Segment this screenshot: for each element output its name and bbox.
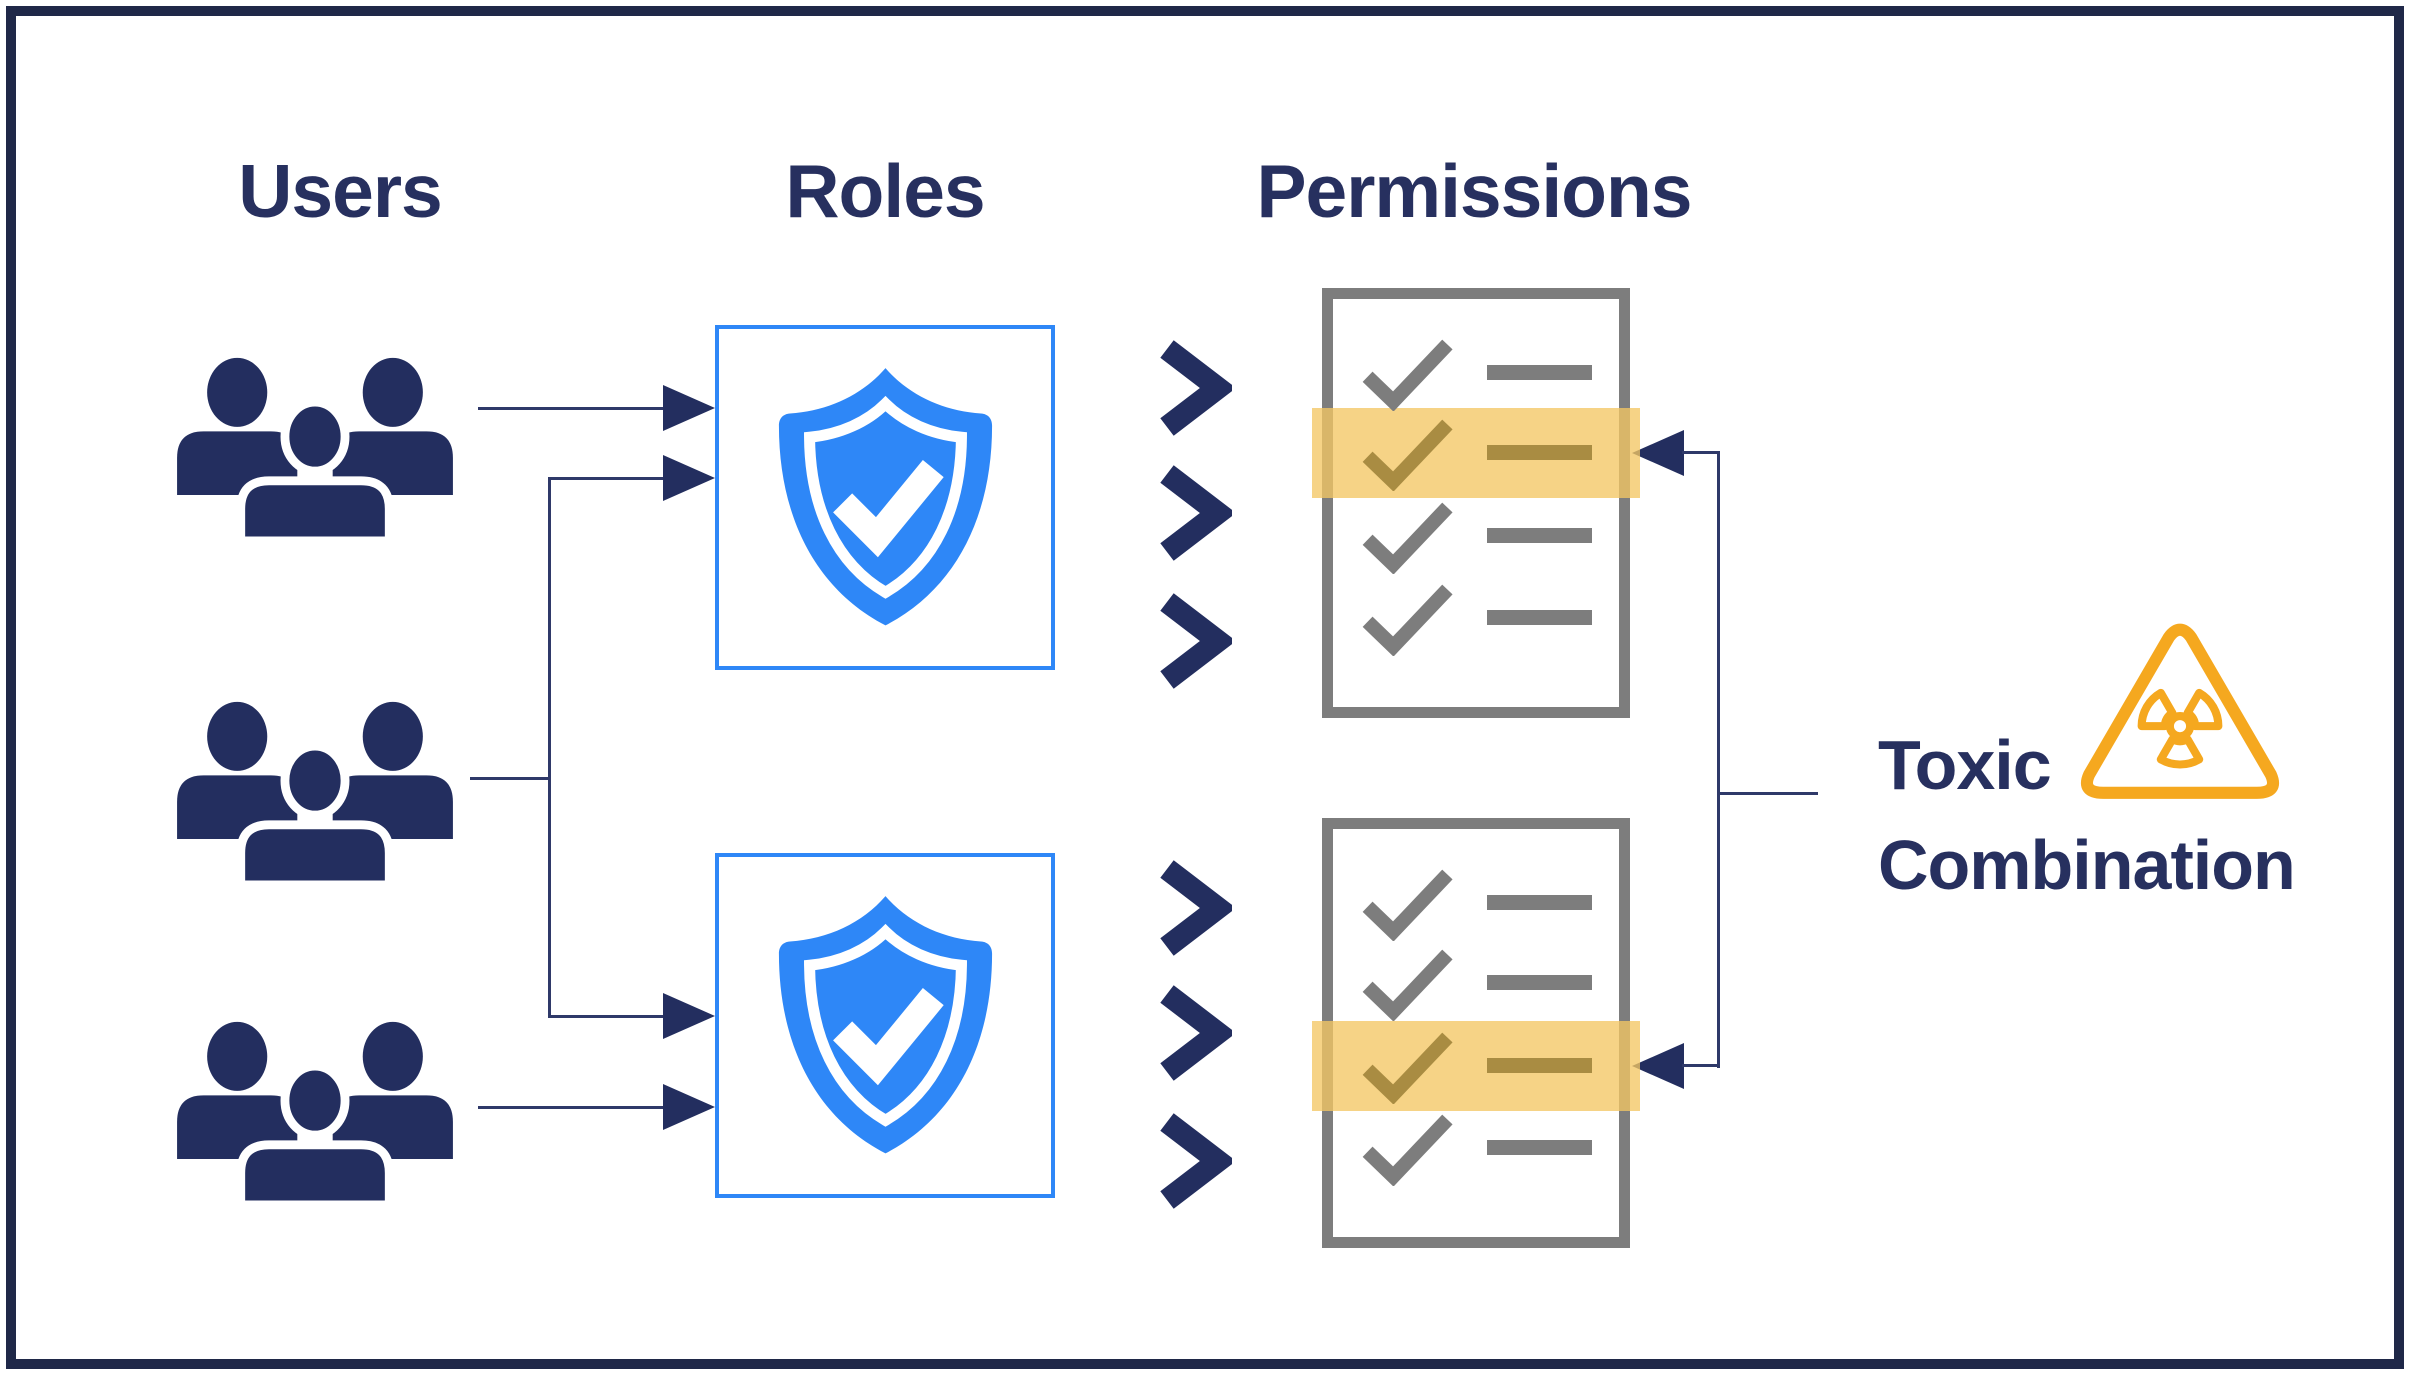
role-box [715,853,1055,1198]
roles-column-label: Roles [785,149,985,233]
arrowhead-left-icon [1632,1043,1684,1089]
connector-line [470,777,550,780]
shield-check-icon [763,891,1008,1161]
arrowhead-right-icon [663,455,715,501]
permission-row [1333,1103,1619,1193]
checkmark-icon [1360,580,1455,656]
permission-line [1487,445,1592,460]
connector-line [1718,792,1818,795]
arrowhead-right-icon [663,385,715,431]
radiation-warning-icon [2075,612,2285,812]
permission-row [1312,1021,1640,1111]
permission-line [1487,895,1592,910]
chevron-right-icon [1158,982,1232,1084]
connector-line [1682,451,1720,454]
checkmark-icon [1360,335,1455,411]
permission-line [1487,528,1592,543]
chevron-right-icon [1158,1110,1232,1212]
arrowhead-left-icon [1632,430,1684,476]
chevron-right-icon [1158,857,1232,959]
permission-row [1333,938,1619,1028]
user-group-icon [170,1020,460,1206]
checkmark-icon [1360,498,1455,574]
role-box [715,325,1055,670]
user-group-icon [170,356,460,542]
users-column-label: Users [238,149,442,233]
arrowhead-right-icon [663,993,715,1039]
chevron-right-icon [1158,590,1232,692]
checkmark-icon [1360,865,1455,941]
connector-line [478,1106,664,1109]
checkmark-icon [1360,945,1455,1021]
permission-row [1333,573,1619,663]
permission-row [1312,408,1640,498]
checkmark-icon [1360,1110,1455,1186]
arrowhead-right-icon [663,1084,715,1130]
permission-line [1487,365,1592,380]
connector-line [549,477,665,480]
permission-line [1487,1058,1592,1073]
permission-row [1333,858,1619,948]
checkmark-icon [1360,415,1455,491]
permissions-list [1312,288,1640,718]
toxic-label-line2: Combination [1878,826,2296,904]
chevron-right-icon [1158,462,1232,564]
user-group-icon [170,700,460,886]
toxic-label-line1: Toxic [1878,726,2052,804]
connector-line [478,407,664,410]
permission-line [1487,1140,1592,1155]
connector-line [1682,1064,1720,1067]
connector-line [548,477,551,1018]
connector-line [549,1015,665,1018]
shield-check-icon [763,363,1008,633]
permissions-column-label: Permissions [1256,149,1692,233]
permissions-list [1312,818,1640,1248]
chevron-right-icon [1158,337,1232,439]
toxic-combination-label: Toxic Combination [1878,715,2296,915]
checkmark-icon [1360,1028,1455,1104]
permission-line [1487,610,1592,625]
permission-line [1487,975,1592,990]
permission-row [1333,491,1619,581]
permission-row [1333,328,1619,418]
connector-line [1717,452,1720,1068]
